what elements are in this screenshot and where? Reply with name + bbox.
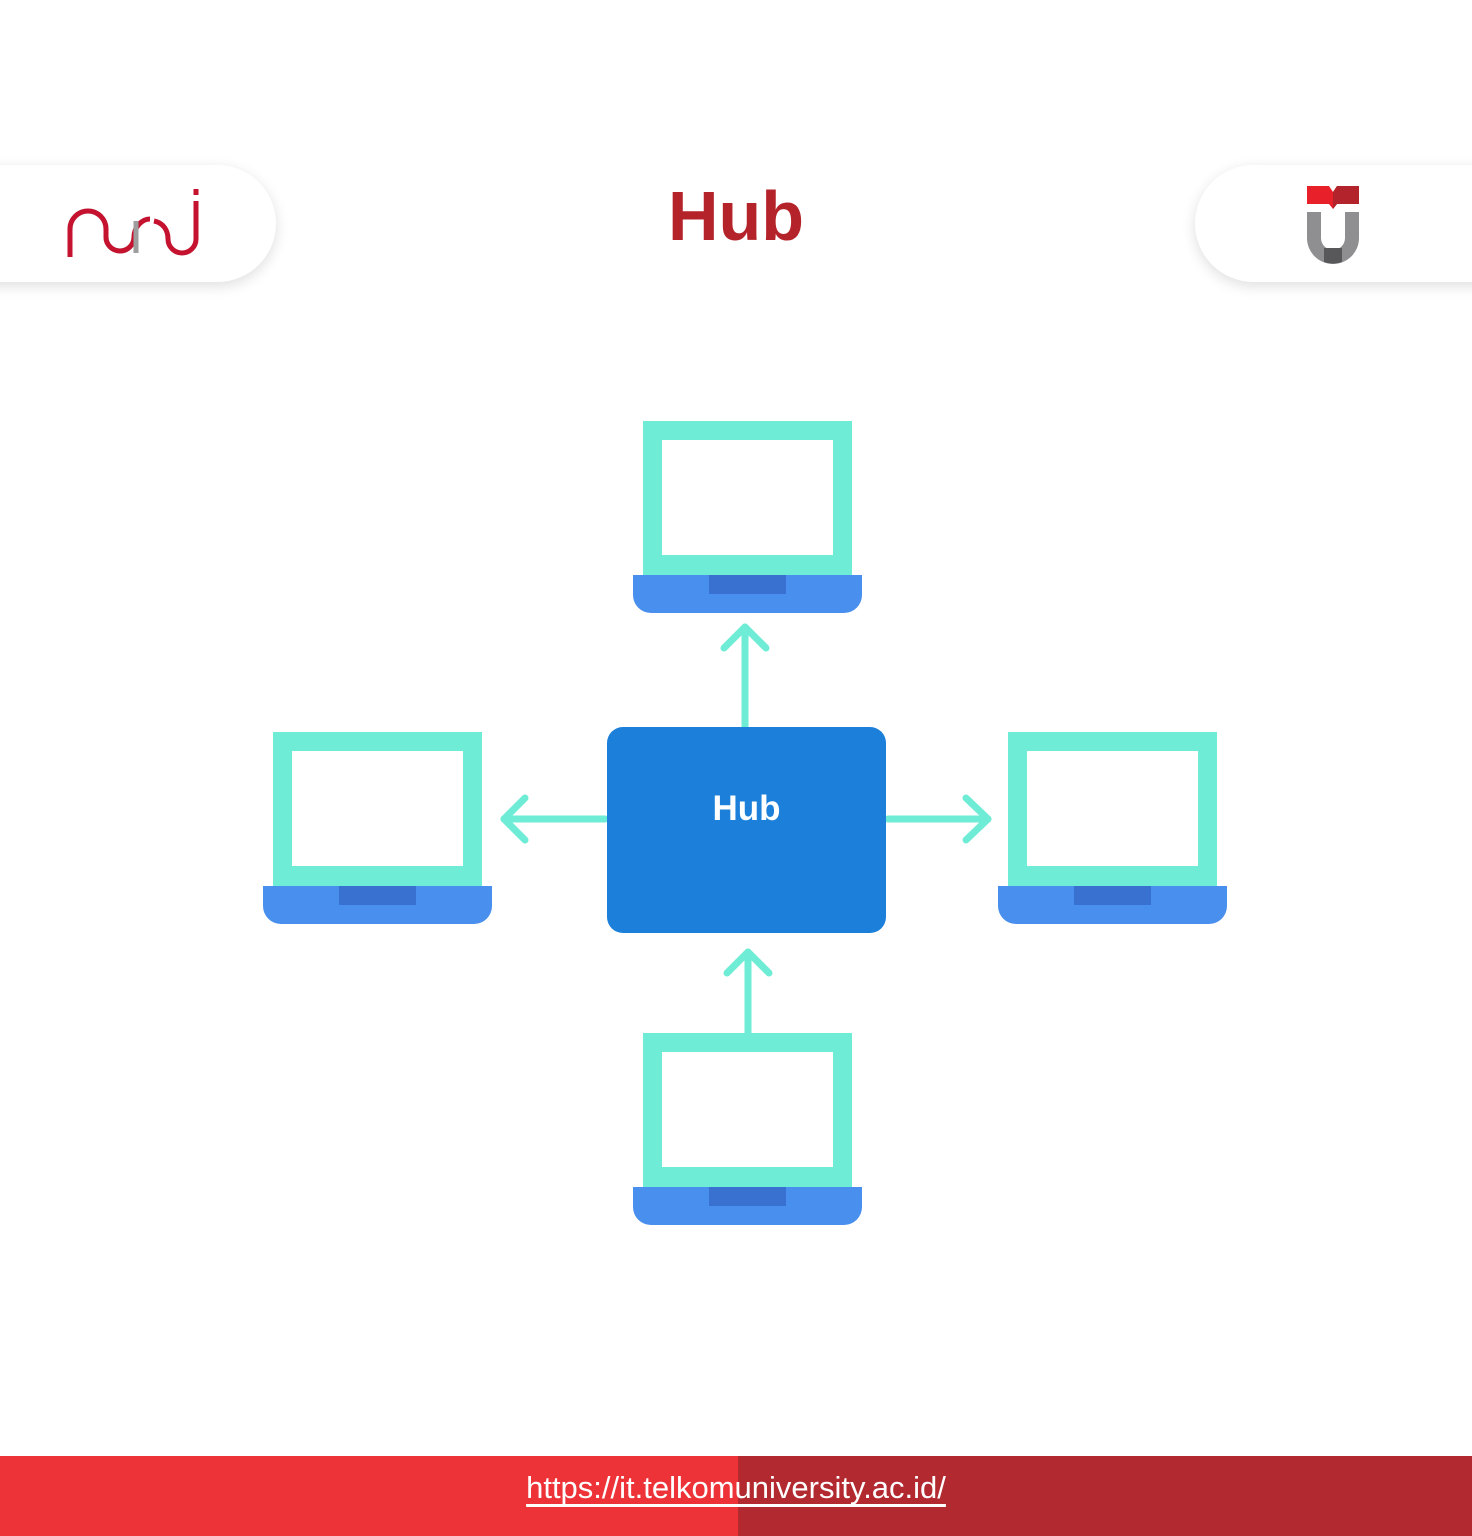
telkom-university-logo-icon [1307,186,1359,264]
laptop-base [633,575,862,613]
page-title: Hub [667,177,805,255]
footer-url-link[interactable]: https://it.telkomuniversity.ac.id/ [526,1470,946,1505]
arrow-right-head [962,794,992,844]
arrow-bottom-head [723,948,773,977]
laptop-screen [643,1033,852,1187]
trackpad [709,575,786,594]
trackpad [709,1187,786,1206]
laptop-base [263,886,492,924]
puti-logo-icon [67,189,199,257]
laptop-top [633,421,862,613]
laptop-base [998,886,1227,924]
footer-bar: https://it.telkomuniversity.ac.id/ [0,1456,1472,1536]
laptop-screen [1008,732,1217,886]
laptop-screen [643,421,852,575]
laptop-screen [273,732,482,886]
left-logo-pill [0,165,276,282]
laptop-base [633,1187,862,1225]
trackpad [339,886,416,905]
right-logo-pill [1195,165,1472,282]
laptop-left [263,732,492,924]
arrow-up-head [720,623,770,652]
hub-box: Hub [607,727,886,933]
trackpad [1074,886,1151,905]
hub-label: Hub [712,789,781,828]
laptop-right [998,732,1227,924]
arrow-left-head [500,794,529,844]
laptop-bottom [633,1033,862,1225]
